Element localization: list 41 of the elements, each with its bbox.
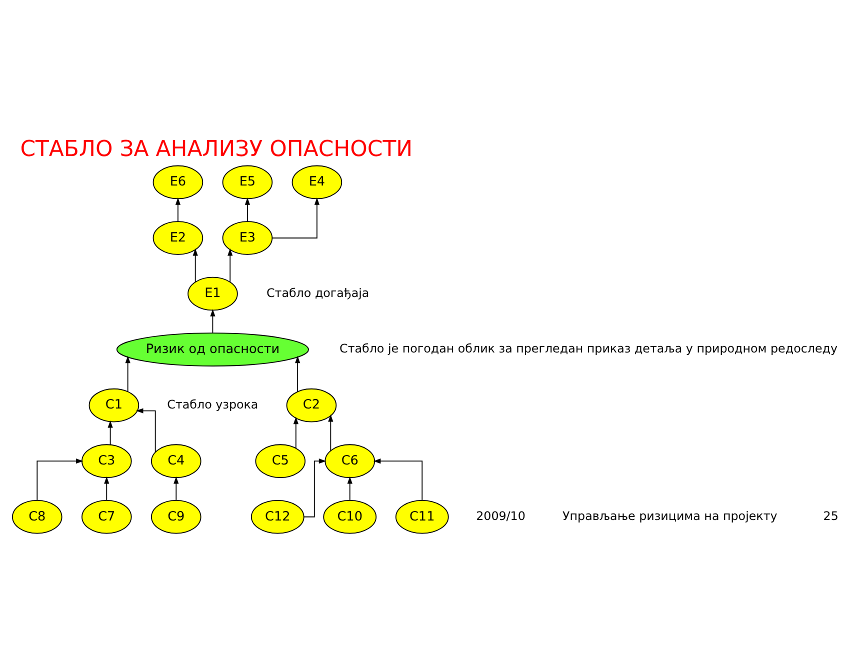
node-ellipse: C8 [12,499,62,534]
diagram-title: СТАБЛО ЗА АНАЛИЗУ ОПАСНОСТИ [20,136,413,162]
node-ellipse: C6 [324,444,376,478]
arrow [295,355,300,392]
node-ellipse: C7 [82,499,132,534]
arrow [228,248,233,282]
arrow [36,458,84,500]
node-ellipse: E4 [292,164,342,199]
arrow [104,476,110,500]
arrow [125,355,130,392]
node-ellipse: C5 [255,444,306,478]
arrow [108,420,113,445]
arrow [210,308,216,333]
node-ellipse: C9 [150,499,202,534]
arrow [244,197,250,222]
node-ellipse: C12 [250,499,304,534]
node-ellipse: Ризик од опасности [116,332,309,366]
node-ellipse: C11 [395,499,449,534]
arrow [174,476,179,500]
label: 2009/10 [476,508,526,522]
node-ellipse: C4 [150,444,202,478]
label: Стабло догађаја [266,285,370,300]
node-ellipse: E1 [188,276,238,310]
arrow [328,414,334,451]
node-ellipse: C3 [82,444,132,478]
arrow [175,197,181,222]
node-ellipse: E5 [222,164,273,199]
arrow [373,458,423,500]
arrow [272,197,320,238]
label: Управљање ризицима на пројекту [562,508,778,522]
arrow [293,416,298,448]
node-ellipse: E6 [152,164,204,199]
arrow [347,476,352,500]
label: 25 [823,508,838,522]
label: Стабло узрока [167,396,258,411]
arrow [192,248,198,282]
node-ellipse: C10 [323,499,377,534]
label: Стабло је погодан облик за прегледан приказ детаља у природном редоследу [340,341,838,356]
arrow [136,408,156,452]
arrow [304,458,326,517]
node-ellipse: C1 [88,388,140,422]
